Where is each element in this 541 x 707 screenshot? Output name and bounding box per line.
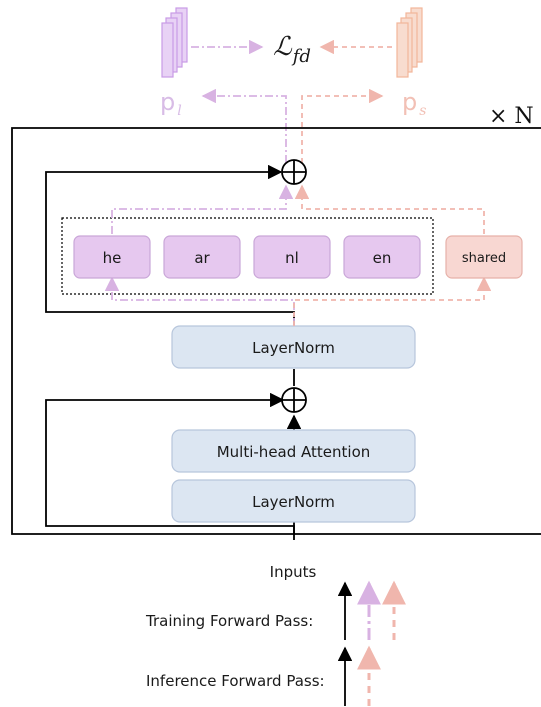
loss-label: ℒfd bbox=[273, 32, 311, 67]
svg-text:ar: ar bbox=[194, 249, 210, 267]
svg-text:LayerNorm: LayerNorm bbox=[252, 339, 335, 357]
svg-text:en: en bbox=[373, 249, 392, 267]
legend-training-label: Training Forward Pass: bbox=[145, 612, 313, 630]
lang-box-nl: nl bbox=[253, 235, 331, 279]
input-to-lang-path bbox=[104, 276, 295, 326]
lang-box-ar: ar bbox=[163, 235, 241, 279]
lang-to-add-path bbox=[111, 184, 294, 234]
legend-inference-label: Inference Forward Pass: bbox=[146, 672, 325, 690]
path-to-prob-lang bbox=[201, 88, 287, 163]
lower-add-operator bbox=[281, 387, 307, 413]
input-to-shared-path bbox=[293, 276, 492, 326]
language-modules-container bbox=[61, 217, 434, 295]
layernorm-bottom-block: LayerNorm bbox=[171, 479, 416, 523]
inputs-label: Inputs bbox=[270, 563, 317, 581]
shared-to-add-path bbox=[294, 184, 485, 234]
svg-text:shared: shared bbox=[462, 251, 506, 266]
upper-add-operator bbox=[281, 159, 307, 185]
shared-module-box: shared bbox=[445, 235, 523, 279]
repeat-block-frame bbox=[11, 127, 541, 535]
layernorm-top-block: LayerNorm bbox=[171, 325, 416, 369]
lang-box-en: en bbox=[343, 235, 421, 279]
lower-residual-line bbox=[45, 392, 295, 540]
repeat-label: × N bbox=[489, 104, 534, 129]
path-to-prob-shared bbox=[301, 88, 384, 163]
shared-prob-stack bbox=[396, 7, 423, 78]
svg-text:nl: nl bbox=[285, 249, 299, 267]
lang-box-he: he bbox=[73, 235, 151, 279]
lang-prob-stack bbox=[161, 7, 188, 78]
svg-text:LayerNorm: LayerNorm bbox=[252, 493, 335, 511]
svg-text:he: he bbox=[103, 249, 122, 267]
attention-block: Multi-head Attention bbox=[171, 429, 416, 473]
svg-text:Multi-head Attention: Multi-head Attention bbox=[217, 443, 371, 461]
